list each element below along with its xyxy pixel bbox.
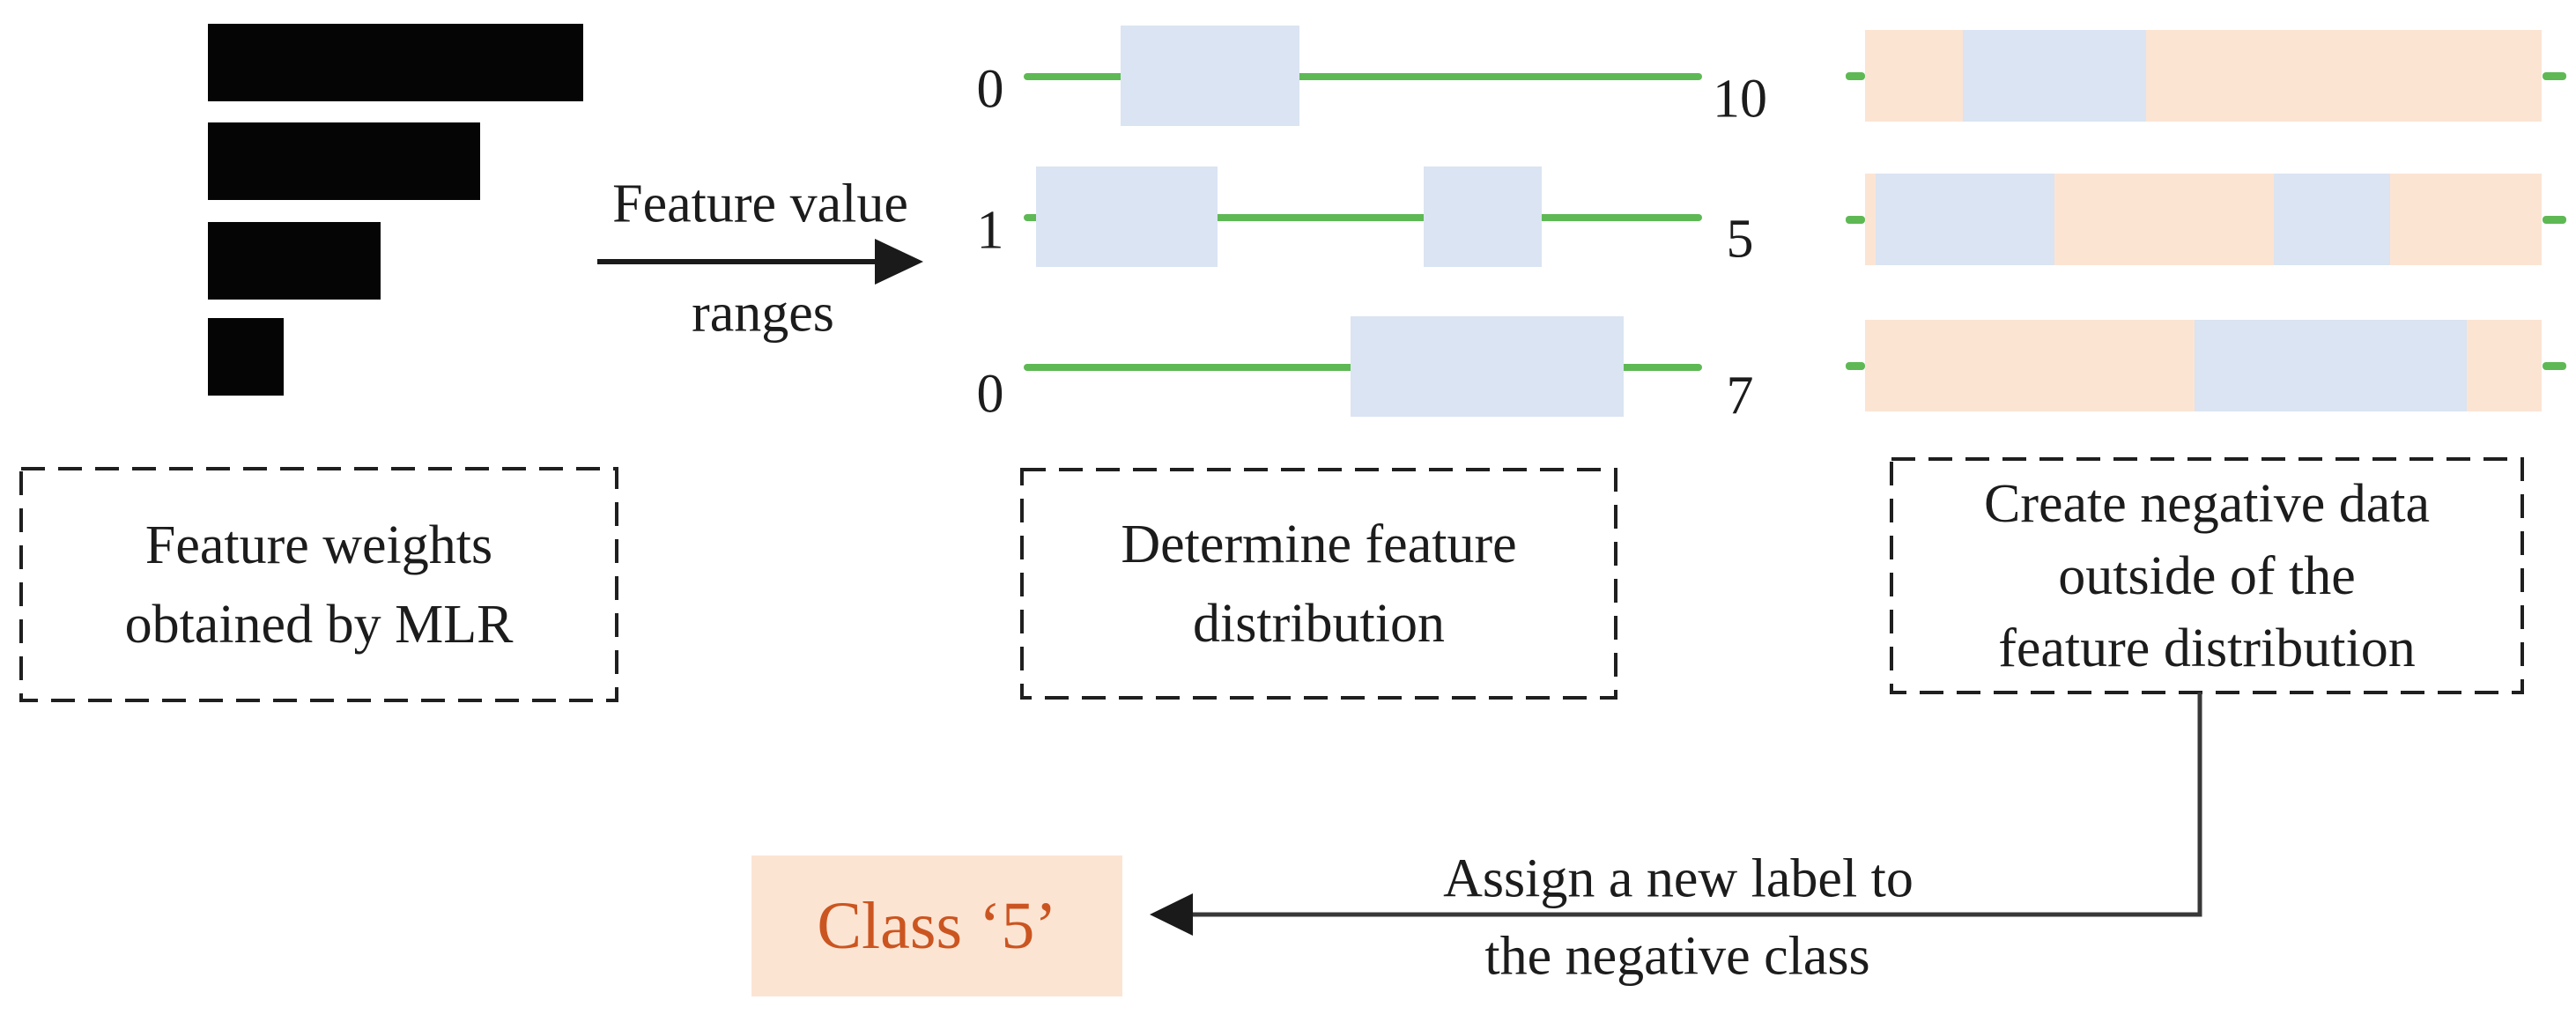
distribution-box	[1351, 316, 1625, 417]
negative-bar-segment-blue	[2195, 320, 2467, 411]
class-label: Class ‘5’	[817, 888, 1057, 963]
negative-bar-segment-peach	[1865, 320, 2195, 411]
feature-weight-bar	[208, 122, 480, 200]
range-line-stub-left	[1846, 72, 1865, 80]
negative-caption-border	[1890, 457, 2524, 694]
distribution-range-line	[1024, 73, 1702, 80]
feature-value-arrowhead-icon	[875, 239, 923, 285]
transition-arrow-label-bottom: ranges	[692, 283, 834, 344]
range-line-stub-right	[2543, 216, 2566, 224]
negative-bar-segment-peach	[1865, 174, 1876, 265]
range-min-label: 1	[976, 200, 1004, 261]
distribution-box	[1423, 167, 1543, 267]
assign-connector-line	[1191, 692, 2202, 917]
class-label-box: Class ‘5’	[751, 855, 1122, 996]
feature-weight-bar	[208, 24, 583, 101]
distribution-caption-box: Determine feature distribution	[1022, 470, 1616, 698]
distribution-box	[1035, 167, 1218, 267]
range-max-label: 7	[1726, 366, 1754, 426]
caption-line: obtained by MLR	[124, 594, 514, 655]
range-line-stub-right	[2543, 72, 2566, 80]
range-line-stub-left	[1846, 216, 1865, 224]
range-min-label: 0	[976, 59, 1004, 120]
negative-bar-segment-blue	[1963, 30, 2146, 122]
caption-line: Determine feature	[1121, 514, 1517, 574]
distribution-box	[1121, 26, 1299, 126]
negative-bar-segment-peach	[2466, 320, 2542, 411]
negative-bar-segment-peach	[2054, 174, 2274, 265]
assign-note-line1: Assign a new label to	[1443, 848, 1913, 909]
range-min-label: 0	[976, 364, 1004, 425]
feature-weights-caption-border	[19, 467, 618, 702]
negative-bar-segment-peach	[2145, 30, 2542, 122]
range-line-stub-left	[1846, 362, 1865, 370]
feature-weight-bar	[208, 222, 381, 300]
range-max-label: 10	[1713, 69, 1767, 130]
caption-line: distribution	[1193, 593, 1445, 654]
range-max-label: 5	[1726, 209, 1754, 270]
distribution-range-line	[1024, 214, 1702, 221]
feature-weights-caption-box: Feature weights obtained by MLR	[21, 469, 617, 700]
negative-bar-segment-blue	[2273, 174, 2390, 265]
negative-bar-segment-peach	[1865, 30, 1964, 122]
caption-line: feature distribution	[1998, 618, 2416, 678]
distribution-caption-border	[1020, 468, 1617, 700]
caption-line: Create negative data	[1983, 473, 2431, 534]
feature-weight-bar	[208, 318, 284, 396]
transition-arrow-label-top: Feature value	[612, 174, 908, 234]
negative-bar-segment-peach	[2389, 174, 2542, 265]
assign-arrowhead-icon	[1150, 893, 1193, 936]
range-line-stub-right	[2543, 362, 2566, 370]
caption-line: Feature weights	[144, 515, 493, 575]
caption-line: outside of the	[2058, 545, 2356, 606]
assign-note-line2: the negative class	[1484, 926, 1870, 987]
negative-caption-box: Create negative data outside of the feat…	[1891, 459, 2522, 692]
negative-bar-segment-blue	[1876, 174, 2055, 265]
